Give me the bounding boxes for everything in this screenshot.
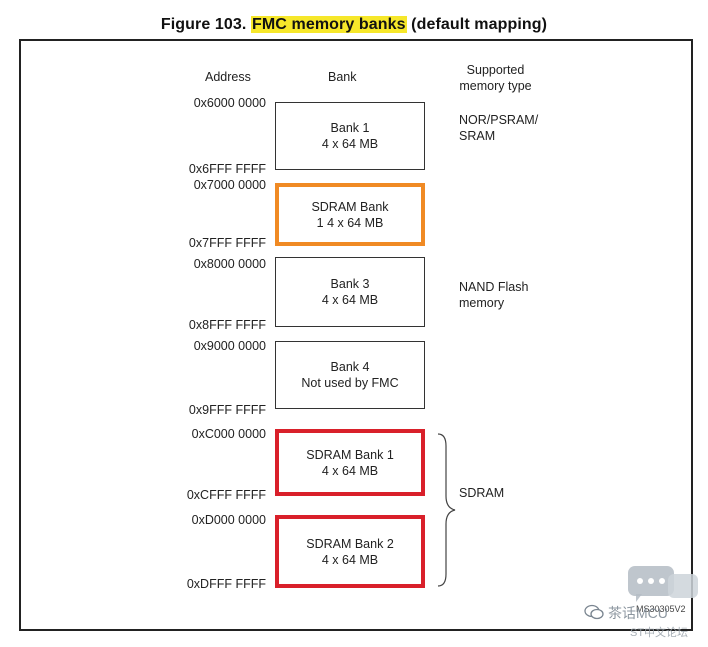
- memory-type-nor-line1: NOR/PSRAM/: [459, 113, 539, 127]
- address-bank3-end: 0x8FFF FFFF: [188, 318, 266, 332]
- header-memory-type-line1: Supported: [466, 63, 525, 77]
- diagram-code: MS30305V2: [636, 604, 686, 614]
- bank-6-size: 4 x 64 MB: [321, 552, 379, 567]
- figure-title-suffix: (default mapping): [406, 16, 548, 33]
- address-bank5-start: 0xC000 0000: [191, 427, 266, 441]
- bank-5-size: 4 x 64 MB: [321, 463, 379, 478]
- bank-2-label: SDRAM Bank: [311, 199, 389, 214]
- bank-5-box: SDRAM Bank 1 4 x 64 MB: [275, 429, 425, 496]
- bank-2-box: SDRAM Bank 1 4 x 64 MB: [275, 183, 425, 246]
- watermark-subtext: ST中文论坛: [630, 627, 689, 639]
- bank-4-note: Not used by FMC: [301, 376, 399, 390]
- header-bank: Bank: [328, 70, 357, 84]
- address-bank2-end: 0x7FFF FFFF: [188, 236, 266, 250]
- bank-1-box: Bank 1 4 x 64 MB: [275, 102, 425, 170]
- wechat-icon: [584, 604, 604, 620]
- memory-type-nand: NAND Flash memory: [459, 279, 528, 311]
- header-address: Address: [205, 70, 251, 84]
- address-bank1-start: 0x6000 0000: [193, 96, 266, 110]
- header-memory-type-line2: memory type: [459, 79, 532, 93]
- bank-6-label: SDRAM Bank 2: [306, 536, 394, 551]
- header-memory-type: Supported memory type: [448, 62, 543, 94]
- watermark-text: 茶话MCU: [608, 605, 668, 621]
- figure-title: Figure 103. FMC memory banks (default ma…: [0, 16, 708, 34]
- bank-4-box: Bank 4 Not used by FMC: [275, 341, 425, 409]
- memory-type-sdram: SDRAM: [459, 486, 505, 500]
- memory-type-nand-line2: memory: [459, 296, 505, 310]
- bank-1-size: 4 x 64 MB: [321, 137, 379, 151]
- address-bank4-start: 0x9000 0000: [193, 339, 266, 353]
- bank-3-size: 4 x 64 MB: [321, 293, 379, 307]
- bank-2-size: 1 4 x 64 MB: [316, 215, 384, 230]
- memory-type-nor-line2: SRAM: [459, 129, 496, 143]
- address-bank6-end: 0xDFFF FFFF: [186, 577, 266, 591]
- memory-type-nor: NOR/PSRAM/ SRAM: [459, 112, 538, 144]
- figure-title-highlight: FMC memory banks: [251, 16, 407, 33]
- bank-4-label: Bank 4: [330, 360, 370, 374]
- diagram-frame: [19, 39, 693, 631]
- address-bank5-end: 0xCFFF FFFF: [186, 488, 266, 502]
- address-bank3-start: 0x8000 0000: [193, 257, 266, 271]
- chat-bubble-icon: [628, 566, 698, 602]
- bank-6-box: SDRAM Bank 2 4 x 64 MB: [275, 515, 425, 588]
- memory-type-nand-line1: NAND Flash: [459, 280, 529, 294]
- sdram-brace: [437, 433, 456, 587]
- address-bank6-start: 0xD000 0000: [191, 513, 266, 527]
- address-bank4-end: 0x9FFF FFFF: [188, 403, 266, 417]
- address-bank1-end: 0x6FFF FFFF: [188, 162, 266, 176]
- bank-5-label: SDRAM Bank 1: [306, 447, 394, 462]
- bank-3-box: Bank 3 4 x 64 MB: [275, 257, 425, 327]
- address-bank2-start: 0x7000 0000: [193, 178, 266, 192]
- figure-title-prefix: Figure 103.: [160, 16, 251, 33]
- bank-1-label: Bank 1: [330, 121, 370, 135]
- bank-3-label: Bank 3: [330, 277, 370, 291]
